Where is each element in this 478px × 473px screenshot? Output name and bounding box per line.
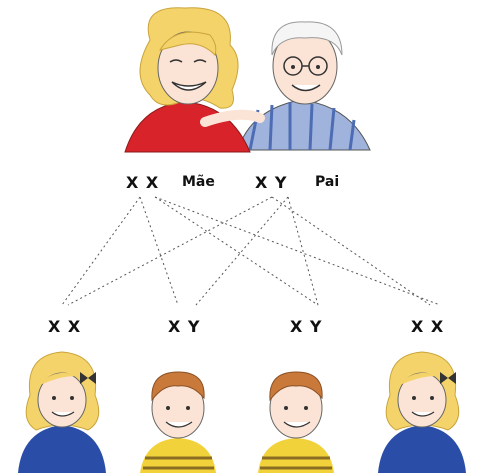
mother-chromosomes: X X [126,173,160,192]
girl-illustration [378,351,466,473]
line-mother-x1-child2 [139,196,179,306]
mother-label: Mãe [182,174,215,190]
line-mother-x1-child1 [61,196,141,306]
line-father-y-child3 [287,196,319,306]
father-illustration [237,21,371,151]
child-4-chromosomes: X X [411,317,445,336]
boy-illustration [258,371,334,473]
girl-illustration [18,351,106,473]
father-chromosomes: X Y [255,173,288,192]
line-mother-x2-child4 [154,196,441,306]
line-father-y-child2 [195,196,289,306]
line-father-x-child1 [67,196,273,306]
mother-illustration [124,7,265,153]
father-label: Pai [315,174,340,190]
child-3-chromosomes: X Y [290,317,323,336]
boy-illustration [140,371,216,473]
line-father-x-child4 [271,196,431,306]
child-1-chromosomes: X X [48,317,82,336]
child-2-chromosomes: X Y [168,317,201,336]
